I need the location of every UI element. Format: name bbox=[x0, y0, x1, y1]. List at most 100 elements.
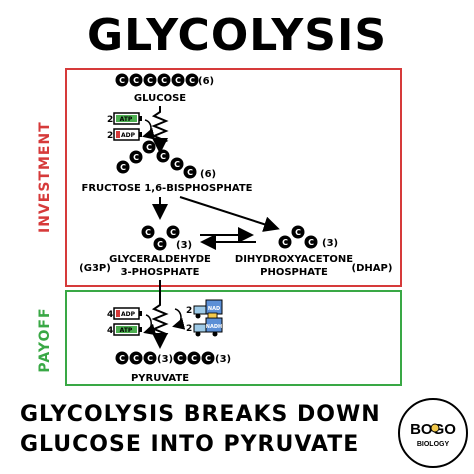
dhap-label-line2: PHOSPHATE bbox=[260, 267, 328, 278]
svg-text:C: C bbox=[161, 76, 167, 85]
investment-phase-box bbox=[65, 68, 402, 287]
carbon-atom: C bbox=[201, 351, 215, 365]
glucose-carbons: C C C C C C bbox=[115, 73, 199, 87]
fructose-carbons: C C C C C C bbox=[116, 140, 197, 179]
pyruvate-count-b: (3) bbox=[215, 354, 231, 365]
carbon-atom: C bbox=[278, 235, 292, 249]
svg-text:ATP: ATP bbox=[120, 327, 133, 334]
svg-text:NADH: NADH bbox=[206, 324, 222, 330]
pay-adp-count: 4 bbox=[107, 310, 113, 320]
g3p-label-line2: 3-PHOSPHATE bbox=[121, 267, 200, 278]
nad-to-nadh-curve bbox=[172, 308, 186, 330]
svg-text:NAD: NAD bbox=[208, 306, 220, 312]
carbon-atom: C bbox=[116, 160, 130, 174]
g3p-carbon-count: (3) bbox=[176, 240, 192, 251]
fructose-carbon-count: (6) bbox=[200, 169, 216, 180]
svg-text:ADP: ADP bbox=[121, 311, 136, 318]
pyruvate-count-a: (3) bbox=[157, 354, 173, 365]
svg-text:C: C bbox=[282, 238, 288, 247]
carbon-atom: C bbox=[183, 165, 197, 179]
svg-text:C: C bbox=[133, 354, 139, 363]
inv-atp-count: 2 bbox=[107, 115, 113, 125]
svg-text:C: C bbox=[147, 76, 153, 85]
atp-to-adp-curve bbox=[142, 119, 156, 140]
svg-text:BIOLOGY: BIOLOGY bbox=[417, 441, 450, 448]
svg-text:C: C bbox=[308, 238, 314, 247]
nad-count: 2 bbox=[186, 306, 192, 316]
svg-text:C: C bbox=[187, 168, 193, 177]
carbon-atom: C bbox=[153, 237, 167, 251]
g3p-label-line1: GLYCERALDEHYDE bbox=[109, 254, 211, 265]
atp-battery-icon: ATP bbox=[113, 323, 142, 336]
carbon-atom: C bbox=[115, 351, 129, 365]
nadh-truck-icon: NADH bbox=[193, 312, 223, 337]
carbon-atom: C bbox=[141, 225, 155, 239]
step-arrow-payoff bbox=[151, 280, 169, 349]
fructose-label: FRUCTOSE 1,6-BISPHOSPHATE bbox=[82, 183, 253, 194]
svg-text:C: C bbox=[119, 76, 125, 85]
g3p-carbons: C C C bbox=[141, 225, 180, 251]
carbon-atom: C bbox=[143, 351, 157, 365]
carbon-atom: C bbox=[129, 150, 143, 164]
inv-adp-count: 2 bbox=[107, 131, 113, 141]
svg-text:C: C bbox=[174, 160, 180, 169]
dhap-abbrev: (DHAP) bbox=[352, 263, 393, 274]
diagram-title: GLYCOLYSIS bbox=[86, 10, 388, 61]
carbon-atom: C bbox=[304, 235, 318, 249]
pay-atp-count: 4 bbox=[107, 326, 113, 336]
svg-text:C: C bbox=[145, 228, 151, 237]
svg-text:C: C bbox=[133, 76, 139, 85]
svg-text:ATP: ATP bbox=[120, 116, 133, 123]
nadh-count: 2 bbox=[186, 324, 192, 334]
svg-text:C: C bbox=[157, 240, 163, 249]
footer-line2: GLUCOSE INTO PYRUVATE bbox=[20, 432, 360, 457]
svg-text:C: C bbox=[191, 354, 197, 363]
adp-to-atp-curve bbox=[143, 314, 157, 336]
glucose-label: GLUCOSE bbox=[134, 93, 186, 104]
carbon-atom: C bbox=[173, 351, 187, 365]
logo-mark: BOGO BIOLOGY bbox=[410, 421, 456, 448]
carbon-atom: C bbox=[291, 225, 305, 239]
footer-line1: GLYCOLYSIS BREAKS DOWN bbox=[20, 402, 381, 427]
carbon-atom: C bbox=[115, 73, 129, 87]
carbon-atom: C bbox=[187, 351, 201, 365]
svg-text:C: C bbox=[177, 354, 183, 363]
svg-text:C: C bbox=[205, 354, 211, 363]
svg-text:C: C bbox=[160, 152, 166, 161]
payoff-phase-box bbox=[65, 290, 402, 386]
pyruvate-label: PYRUVATE bbox=[131, 373, 189, 384]
dhap-carbons: C C C bbox=[278, 225, 318, 249]
svg-text:C: C bbox=[295, 228, 301, 237]
svg-text:ADP: ADP bbox=[121, 132, 136, 139]
carbon-atom: C bbox=[143, 73, 157, 87]
atp-battery-icon: ATP bbox=[113, 112, 142, 125]
svg-text:C: C bbox=[146, 143, 152, 152]
carbon-atom: C bbox=[170, 157, 184, 171]
dhap-label-line1: DIHYDROXYACETONE bbox=[235, 254, 353, 265]
svg-text:C: C bbox=[119, 354, 125, 363]
carbon-atom: C bbox=[142, 140, 156, 154]
carbon-atom: C bbox=[129, 73, 143, 87]
carbon-atom: C bbox=[166, 225, 180, 239]
glucose-carbon-count: (6) bbox=[198, 76, 214, 87]
pyruvate-carbons-a: C C C bbox=[115, 351, 157, 365]
carbon-atom: C bbox=[157, 73, 171, 87]
svg-text:C: C bbox=[147, 354, 153, 363]
arrow-to-dhap bbox=[179, 196, 280, 232]
svg-text:C: C bbox=[170, 228, 176, 237]
g3p-abbrev: (G3P) bbox=[79, 263, 111, 274]
dhap-carbon-count: (3) bbox=[322, 238, 338, 249]
carbon-atom: C bbox=[185, 73, 199, 87]
svg-text:C: C bbox=[189, 76, 195, 85]
adp-battery-icon: ADP bbox=[113, 307, 142, 320]
bogo-biology-logo: BOGO BIOLOGY bbox=[398, 398, 468, 468]
svg-text:C: C bbox=[133, 153, 139, 162]
adp-battery-icon: ADP bbox=[113, 128, 142, 141]
carbon-atom: C bbox=[171, 73, 185, 87]
carbon-atom: C bbox=[156, 149, 170, 163]
logo-eye-icon bbox=[430, 423, 440, 433]
carbon-atom: C bbox=[129, 351, 143, 365]
step-arrow-glucose bbox=[151, 106, 169, 154]
svg-text:C: C bbox=[175, 76, 181, 85]
